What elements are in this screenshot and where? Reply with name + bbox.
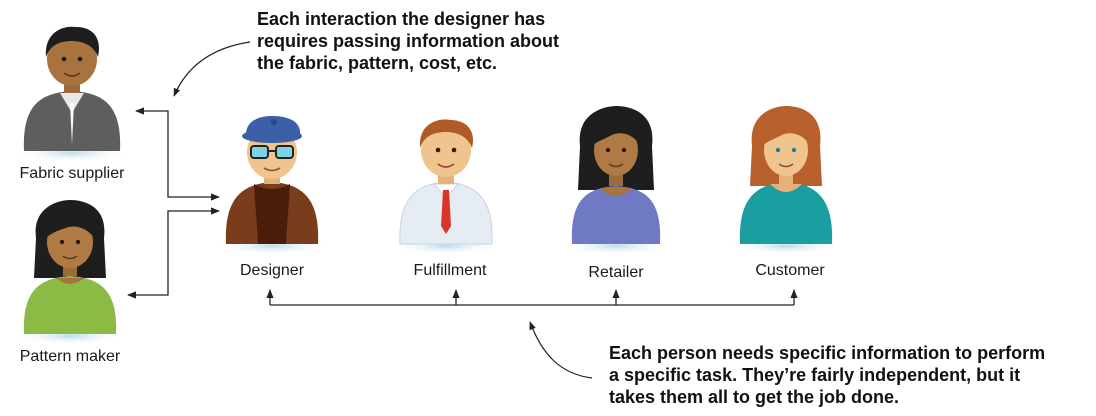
label-fulfillment: Fulfillment: [413, 262, 487, 279]
label-retailer: Retailer: [588, 264, 644, 281]
person-retailer: [560, 106, 672, 255]
bottom-annotation-line: takes them all to get the job done.: [609, 387, 900, 407]
person-fulfillment: [388, 119, 504, 255]
person-pattern-maker: [14, 200, 126, 345]
connector-fabric-supplier: [135, 107, 220, 201]
label-fabric-supplier: Fabric supplier: [19, 165, 125, 182]
person-icon: [214, 116, 330, 255]
top-annotation-line: requires passing information about: [257, 31, 560, 51]
person-icon: [14, 200, 126, 345]
connector-pattern-maker: [127, 207, 220, 299]
bottom-annotation: Each person needs specific information t…: [609, 342, 1045, 408]
top-annotation-line: the fabric, pattern, cost, etc.: [257, 53, 498, 73]
team-connector-bus: [266, 289, 798, 306]
person-customer: [728, 106, 844, 255]
top-annotation-line: Each interaction the designer has: [257, 9, 546, 29]
label-customer: Customer: [755, 262, 825, 279]
top-note-arrow: [173, 41, 251, 97]
bottom-annotation-line: Each person needs specific information t…: [609, 343, 1046, 363]
bottom-annotation-line: a specific task. They’re fairly independ…: [609, 365, 1021, 385]
person-icon: [560, 106, 672, 255]
person-fabric-supplier: [14, 26, 130, 162]
person-icon: [388, 119, 504, 255]
top-annotation: Each interaction the designer has requir…: [257, 8, 559, 74]
label-pattern-maker: Pattern maker: [19, 348, 121, 365]
designer-supplier-connectors: [127, 107, 220, 299]
person-icon: [728, 106, 844, 255]
person-designer: [214, 116, 330, 255]
bottom-note-arrow: [529, 321, 593, 379]
label-designer: Designer: [239, 262, 305, 279]
person-icon: [14, 26, 130, 162]
